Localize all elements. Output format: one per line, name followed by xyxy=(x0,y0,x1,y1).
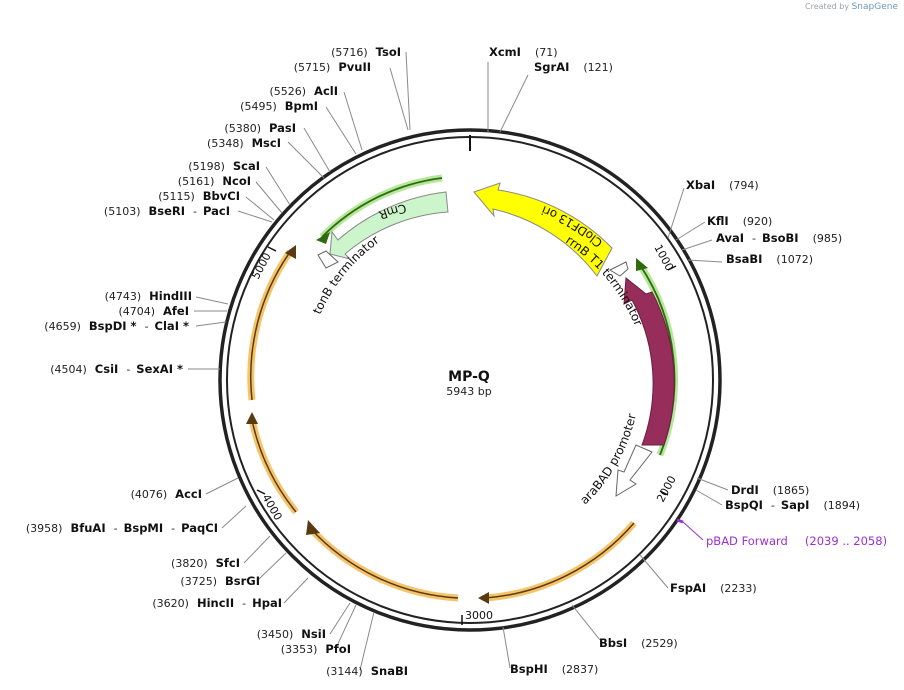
restriction-sites: XcmI(71) SgrAI(121) XbaI(794) KflI(920) … xyxy=(26,45,860,678)
feature-cmr[interactable]: CmR xyxy=(329,191,449,260)
site-pvuii[interactable]: (5715)PvuII xyxy=(294,60,371,74)
site-acci[interactable]: (4076)AccI xyxy=(131,487,202,501)
arabad-promoter-arrow xyxy=(615,444,653,497)
orf-arcs xyxy=(246,245,637,604)
site-bfuai-bspmi-paqci[interactable]: (3958)BfuAI-BspMI-PaqCI xyxy=(26,521,218,535)
site-bseri-paci[interactable]: (5103)BseRI-PacI xyxy=(104,204,230,218)
site-hincii-hpai[interactable]: (3620)HincII-HpaI xyxy=(152,596,282,610)
site-bpmi[interactable]: (5495)BpmI xyxy=(240,99,318,113)
site-tsoi[interactable]: (5716)TsoI xyxy=(331,45,401,59)
site-bsrgi[interactable]: (3725)BsrGI xyxy=(180,574,260,588)
site-bbsi[interactable]: BbsI(2529) xyxy=(599,636,678,650)
rrnb-terminator-arrow xyxy=(608,261,629,277)
site-nsii[interactable]: (3450)NsiI xyxy=(257,627,326,641)
svg-text:araC: araC xyxy=(633,338,653,369)
site-sgrai[interactable]: SgrAI(121) xyxy=(534,60,613,74)
site-drdi[interactable]: DrdI(1865) xyxy=(731,483,809,497)
site-avai-bsobi[interactable]: AvaI-BsoBI(985) xyxy=(716,231,842,245)
plasmid-length: 5943 bp xyxy=(446,385,491,398)
feature-label-arac: araC xyxy=(633,338,653,369)
primer-range: (2039 .. 2058) xyxy=(805,534,887,548)
tick-3000: 3000 xyxy=(461,609,493,625)
site-scai[interactable]: (5198)ScaI xyxy=(188,159,260,173)
site-afei[interactable]: (4704)AfeI xyxy=(118,304,189,318)
site-msci[interactable]: (5348)MscI xyxy=(207,136,281,150)
svg-text:pBAD Forward (2039 .. 20: pBAD Forward (2039 .. 2058) xyxy=(706,530,887,549)
site-fspai[interactable]: FspAI(2233) xyxy=(670,581,757,595)
snapgene-logo: SnapGene xyxy=(851,2,898,12)
site-xbai[interactable]: XbaI(794) xyxy=(686,178,759,192)
site-bspqi-sapi[interactable]: BspQI-SapI(1894) xyxy=(725,498,860,512)
leader-lines xyxy=(188,51,729,671)
site-bbvci[interactable]: (5115)BbvCI xyxy=(158,189,240,203)
primer-name: pBAD Forward xyxy=(706,534,788,548)
tick-2000: 2000 xyxy=(654,474,679,505)
plasmid-name: MP-Q xyxy=(448,369,490,385)
site-hindiii[interactable]: (4743)HindIII xyxy=(105,289,192,303)
site-bsabi[interactable]: BsaBI(1072) xyxy=(726,252,813,266)
tonb-terminator-arrow xyxy=(317,250,339,269)
site-csii-sexai[interactable]: (4504)CsiI-SexAI * xyxy=(50,362,183,376)
tick-label-2000: 2000 xyxy=(654,474,679,505)
backbone-outer xyxy=(218,128,722,632)
site-pasi[interactable]: (5380)PasI xyxy=(224,121,296,135)
site-snabi[interactable]: (3144)SnaBI xyxy=(326,664,408,678)
site-bspdi-clai[interactable]: (4659)BspDI *-ClaI * xyxy=(44,319,189,333)
credit-prefix: Created by xyxy=(805,2,850,11)
site-pfoi[interactable]: (3353)PfoI xyxy=(281,642,351,656)
site-ncoi[interactable]: (5161)NcoI xyxy=(178,174,251,188)
site-bsphi[interactable]: BspHI(2837) xyxy=(510,662,598,676)
snapgene-credit: Created by SnapGene xyxy=(805,2,898,12)
site-sfci[interactable]: (3820)SfcI xyxy=(171,556,240,570)
tick-label-3000: 3000 xyxy=(465,609,493,622)
site-kfli[interactable]: KflI(920) xyxy=(707,214,772,228)
site-xcmi[interactable]: XcmI(71) xyxy=(489,45,558,59)
feature-arac[interactable]: araC xyxy=(623,277,675,446)
primer-pbad-forward[interactable]: pBAD Forward (2039 .. 2058) xyxy=(676,518,887,549)
site-acli[interactable]: (5526)AclI xyxy=(269,84,338,98)
